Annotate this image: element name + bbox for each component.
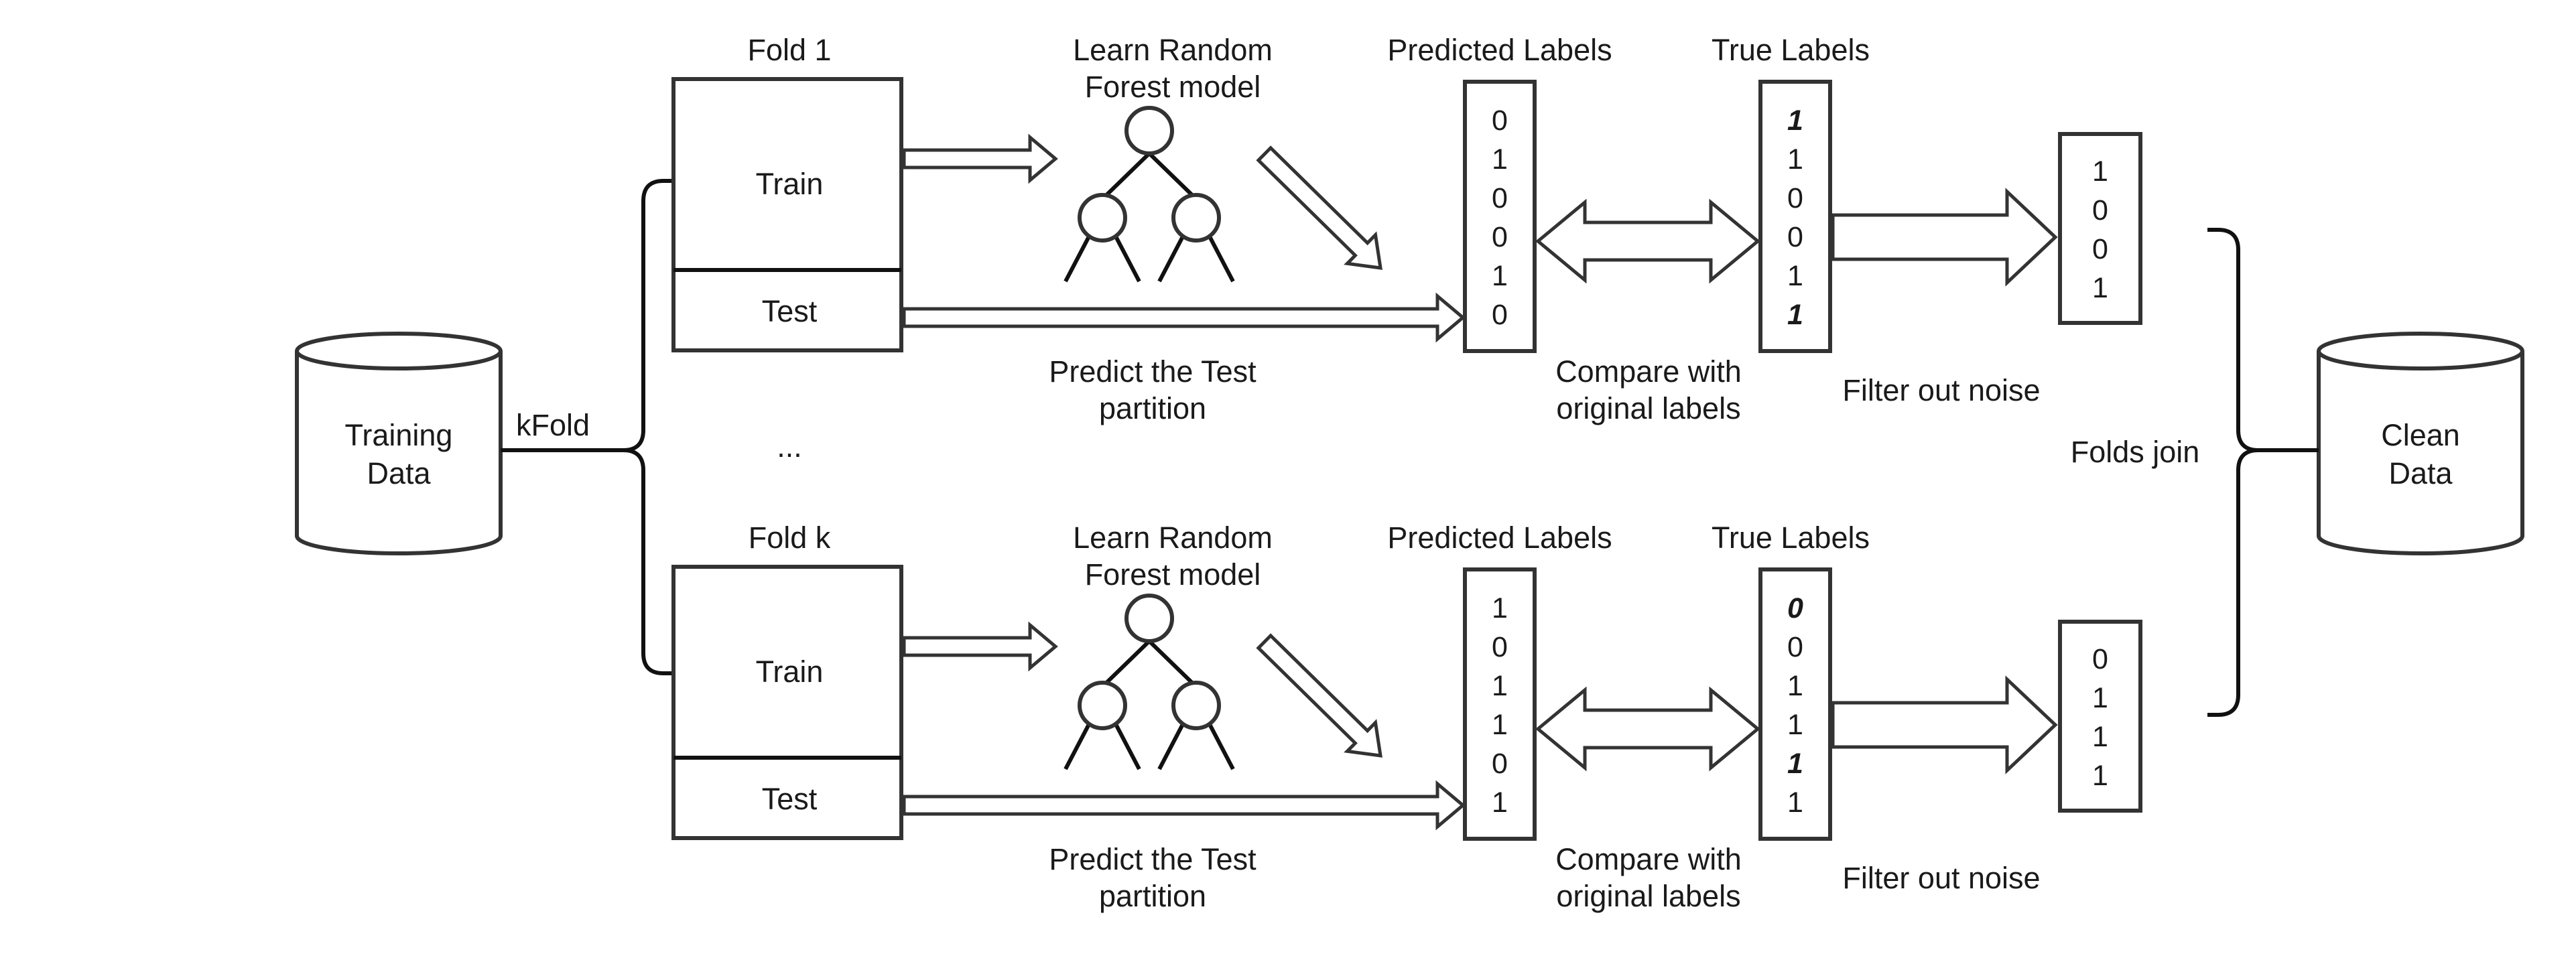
predicted-labels-column-digit: 0 [1492, 221, 1508, 253]
predict-test-label-line2: partition [1099, 879, 1206, 913]
predicted-labels-title: Predicted Labels [1387, 33, 1612, 67]
train-to-model-arrow [902, 621, 1058, 672]
fold-data-box [671, 565, 903, 840]
test-partition-label: Test [762, 782, 818, 816]
folds-join-brace [2207, 228, 2319, 717]
fold-title: Fold 1 [747, 33, 831, 67]
train-to-model-arrow [902, 133, 1058, 184]
predicted-labels-column-digit: 1 [1492, 709, 1508, 741]
true-labels-column-digit: 1 [1787, 787, 1803, 819]
predicted-labels-column-digit: 0 [1492, 299, 1508, 331]
true-labels-column-digit: 0 [1787, 592, 1803, 624]
true-labels-column: 1 1 0 0 1 1 [1758, 80, 1832, 353]
clean-data-label-line2: Data [2388, 456, 2453, 490]
true-labels-title: True Labels [1712, 33, 1870, 67]
learn-model-label-line1: Learn Random [1073, 33, 1273, 67]
clean-labels-column: 0 1 1 1 [2058, 620, 2142, 813]
train-partition-label: Train [756, 167, 824, 201]
predicted-labels-column-digit: 1 [1492, 592, 1508, 624]
predicted-labels-column-digit: 1 [1492, 260, 1508, 292]
true-labels-column-digit: 1 [1787, 670, 1803, 702]
kfold-split-brace [501, 179, 673, 675]
clean-labels-column: 1 0 0 1 [2058, 132, 2142, 325]
true-labels-column-digit: 1 [1787, 748, 1803, 780]
predicted-labels-column-digit: 0 [1492, 182, 1508, 214]
compare-label-line1: Compare with [1555, 354, 1742, 389]
learn-model-label-line1: Learn Random [1073, 521, 1273, 555]
predicted-labels-column-digit: 0 [1492, 748, 1508, 780]
predicted-labels-column-digit: 1 [1492, 787, 1508, 819]
compare-label-line1: Compare with [1555, 842, 1742, 876]
true-labels-column-digit: 1 [1787, 260, 1803, 292]
folds-join-label: Folds join [2071, 435, 2200, 469]
clean-labels-column-digit: 0 [2092, 194, 2108, 226]
predicted-labels-column: 1 0 1 1 0 1 [1463, 567, 1537, 841]
training-data-label-line2: Data [367, 456, 431, 490]
compare-label-line2: original labels [1556, 879, 1740, 913]
learn-model-label-line2: Forest model [1085, 70, 1261, 104]
test-to-predictions-arrow [902, 780, 1466, 831]
fold-data-box [671, 77, 903, 352]
training-data-cylinder: Training Data [295, 332, 503, 555]
true-labels-column-digit: 0 [1787, 221, 1803, 253]
test-partition-label: Test [762, 294, 818, 328]
true-labels-column: 0 0 1 1 1 1 [1758, 567, 1832, 841]
training-data-label-line1: Training [345, 418, 453, 452]
compare-double-arrow [1535, 686, 1760, 772]
true-labels-column-digit: 0 [1787, 631, 1803, 663]
kfold-label: kFold [516, 408, 590, 442]
true-labels-column-digit: 1 [1787, 299, 1803, 331]
true-labels-title: True Labels [1712, 521, 1870, 555]
clean-data-cylinder: Clean Data [2317, 332, 2524, 555]
predict-test-label-line1: Predict the Test [1049, 354, 1257, 389]
true-labels-column-digit: 0 [1787, 182, 1803, 214]
predicted-labels-title: Predicted Labels [1387, 521, 1612, 555]
predicted-labels-column: 0 1 0 0 1 0 [1463, 80, 1537, 353]
clean-labels-column-digit: 1 [2092, 155, 2108, 188]
model-to-predictions-arrow [1256, 145, 1382, 270]
filter-noise-arrow [1831, 675, 2058, 774]
predict-test-label-line2: partition [1099, 391, 1206, 425]
clean-labels-column-digit: 0 [2092, 233, 2108, 265]
fold-title: Fold k [749, 521, 831, 555]
predicted-labels-column-digit: 0 [1492, 105, 1508, 137]
filter-noise-label: Filter out noise [1842, 373, 2040, 407]
true-labels-column-digit: 1 [1787, 143, 1803, 176]
predict-test-label-line1: Predict the Test [1049, 842, 1257, 876]
filter-noise-arrow [1831, 188, 2058, 287]
predicted-labels-column-digit: 0 [1492, 631, 1508, 663]
true-labels-column-digit: 1 [1787, 105, 1803, 137]
filter-noise-label: Filter out noise [1842, 861, 2040, 895]
random-forest-tree-icon [1064, 106, 1235, 283]
predicted-labels-column-digit: 1 [1492, 143, 1508, 176]
random-forest-tree-icon [1064, 594, 1235, 770]
test-to-predictions-arrow [902, 292, 1466, 343]
true-labels-column-digit: 1 [1787, 709, 1803, 741]
learn-model-label-line2: Forest model [1085, 557, 1261, 592]
clean-labels-column-digit: 1 [2092, 682, 2108, 714]
compare-double-arrow [1535, 198, 1760, 284]
model-to-predictions-arrow [1256, 633, 1382, 758]
clean-labels-column-digit: 1 [2092, 272, 2108, 304]
predicted-labels-column-digit: 1 [1492, 670, 1508, 702]
clean-labels-column-digit: 0 [2092, 643, 2108, 675]
clean-data-label-line1: Clean [2381, 418, 2460, 452]
clean-labels-column-digit: 1 [2092, 721, 2108, 753]
more-folds-ellipsis: ... [777, 429, 802, 464]
train-partition-label: Train [756, 655, 824, 689]
compare-label-line2: original labels [1556, 391, 1740, 425]
clean-labels-column-digit: 1 [2092, 760, 2108, 792]
